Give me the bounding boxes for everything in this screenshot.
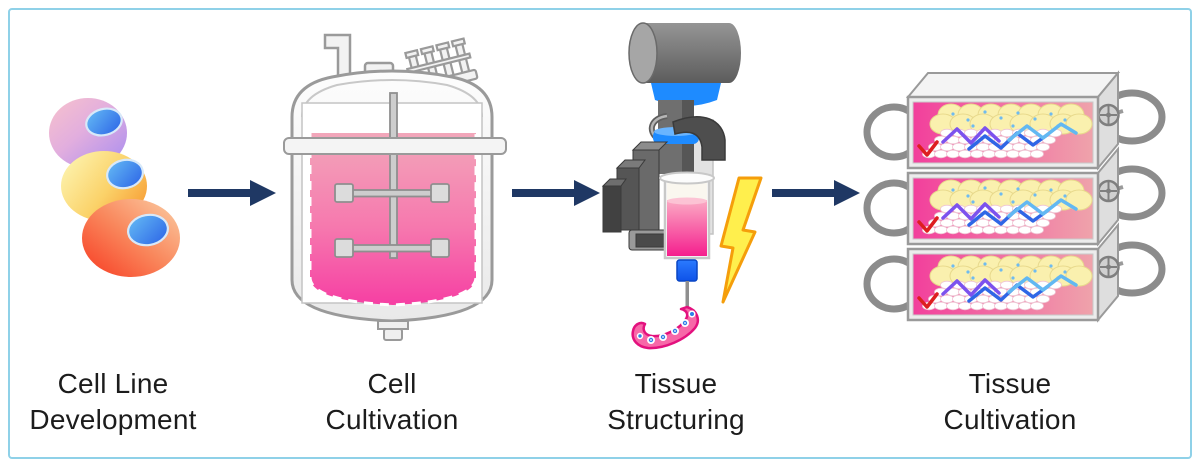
vessel-flange: [283, 137, 507, 155]
stirrer-impeller: [334, 92, 450, 259]
label-line: Tissue: [968, 368, 1052, 399]
printed-tissue-strand: [631, 305, 699, 350]
stage-label-cell-cultivation: Cell Cultivation: [272, 366, 512, 438]
stack-top-face: [905, 72, 1121, 98]
printer-motor: [628, 22, 741, 84]
label-line: Structuring: [607, 404, 745, 435]
arrow-right-icon: [772, 180, 860, 206]
label-line: Cell Line: [57, 368, 169, 399]
flow-arrow-3: [772, 178, 860, 208]
bioink-syringe: [659, 171, 715, 311]
label-line: Cultivation: [325, 404, 459, 435]
needle: [685, 281, 689, 311]
label-line: Cultivation: [943, 404, 1077, 435]
bottom-outlet-port: [377, 320, 409, 341]
label-line: Development: [29, 404, 197, 435]
tissue-chamber-stack-icon: [860, 55, 1172, 330]
cell-red: [82, 199, 180, 277]
cell-purple: [49, 98, 127, 168]
nozzle: [676, 259, 698, 282]
printer-hook-arm: [672, 116, 726, 161]
label-line: Tissue: [634, 368, 718, 399]
lightning-bolt-icon: [719, 176, 763, 304]
bioprinter-icon: [595, 20, 795, 365]
flow-arrow-2: [512, 178, 600, 208]
cells-icon: [40, 90, 210, 290]
stage-label-tissue-cultivation: Tissue Cultivation: [890, 366, 1130, 438]
flow-arrow-1: [188, 178, 276, 208]
bioreactor-icon: [280, 25, 510, 350]
stage-label-tissue-structuring: Tissue Structuring: [556, 366, 796, 438]
label-line: Cell: [367, 368, 417, 399]
stage-label-cell-line-development: Cell Line Development: [0, 366, 233, 438]
arrow-right-icon: [188, 180, 276, 206]
arrow-right-icon: [512, 180, 600, 206]
